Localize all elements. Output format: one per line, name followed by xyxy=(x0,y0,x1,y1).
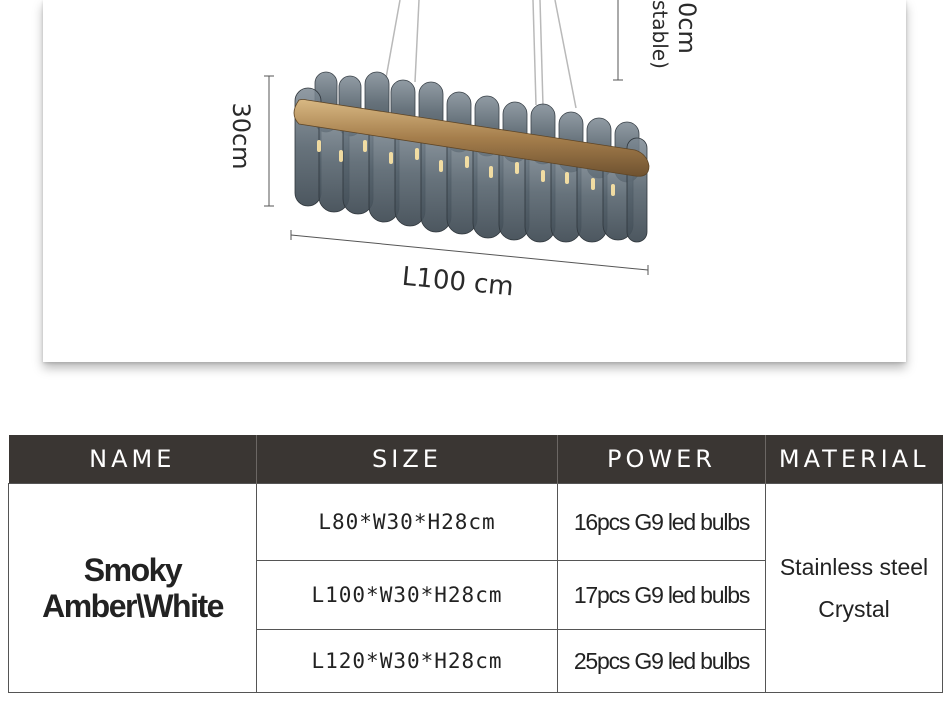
product-photo-card: 30cm L100 cm 0cm stable) xyxy=(43,0,906,362)
size-cell: L120*W30*H28cm xyxy=(256,629,558,693)
table-row: L120*W30*H28cm 25pcs G9 led bulbs xyxy=(9,629,943,693)
header-size: SIZE xyxy=(256,435,558,484)
header-material: MATERIAL xyxy=(765,435,943,484)
brass-frame xyxy=(293,99,650,177)
material-line1: Stainless steel xyxy=(779,554,929,580)
product-name-cell: Smoky Amber\White xyxy=(8,483,257,693)
power-cell: 25pcs G9 led bulbs xyxy=(557,629,766,693)
suspension-cables xyxy=(385,0,577,109)
height-label: 30cm xyxy=(227,102,255,169)
length-label: L100 cm xyxy=(401,262,515,303)
header-power: POWER xyxy=(557,435,766,484)
spec-table-header: NAME SIZE POWER MATERIAL xyxy=(8,435,943,484)
material-line2: Crystal xyxy=(818,596,890,622)
cable-adjustable-label: stable) xyxy=(648,0,672,69)
product-name-line1: Smoky xyxy=(83,552,183,588)
header-name: NAME xyxy=(8,435,257,484)
height-dimension-marker xyxy=(264,75,274,207)
length-dimension-marker xyxy=(290,230,649,275)
product-name-line2: Amber\White xyxy=(42,588,224,624)
power-cell: 17pcs G9 led bulbs xyxy=(557,560,766,630)
table-row: L100*W30*H28cm 17pcs G9 led bulbs xyxy=(9,560,943,630)
table-row: Smoky Amber\White L80*W30*H28cm 16pcs G9… xyxy=(8,483,943,693)
glass-panels-front xyxy=(294,87,648,243)
cable-dimension-marker xyxy=(613,0,623,81)
size-cell: L80*W30*H28cm xyxy=(256,483,558,561)
power-cell: 16pcs G9 led bulbs xyxy=(557,483,766,561)
chandelier-illustration: 30cm L100 cm 0cm stable) xyxy=(227,0,701,303)
led-bulbs xyxy=(317,140,615,196)
spec-table: NAME SIZE POWER MATERIAL Smoky Amber\Whi… xyxy=(8,435,943,693)
cable-length-label: 0cm xyxy=(673,2,701,54)
size-cell: L100*W30*H28cm xyxy=(256,560,558,630)
material-cell: Stainless steel Crystal xyxy=(765,483,943,693)
